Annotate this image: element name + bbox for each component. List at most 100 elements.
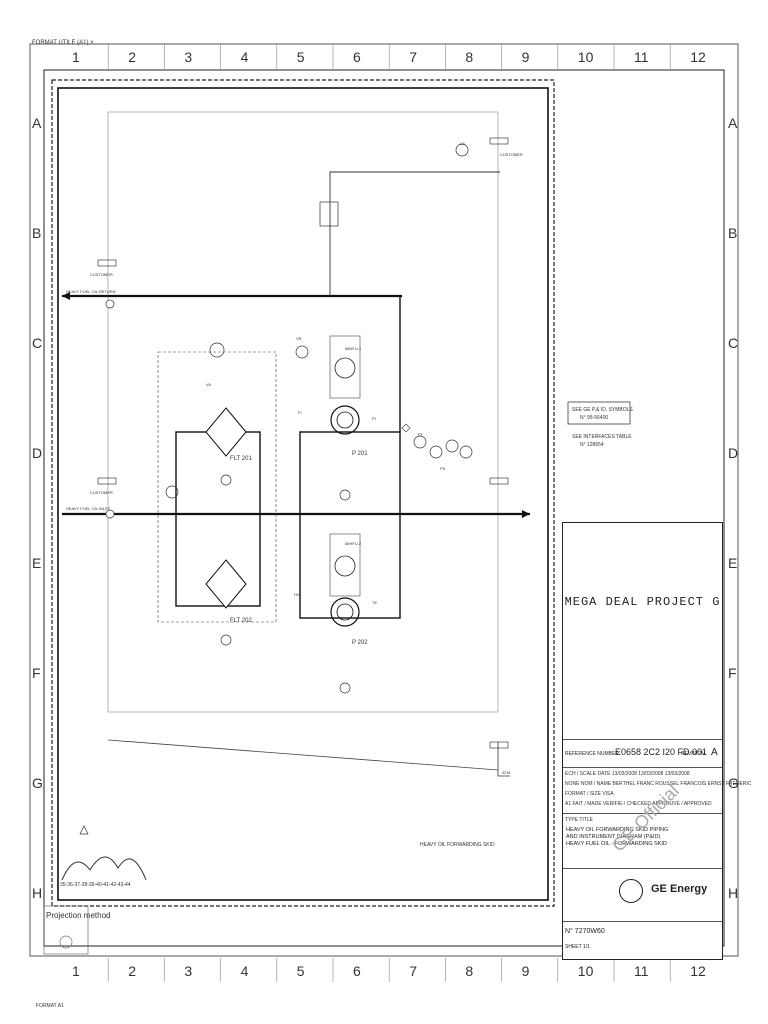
motor-label-2: 88HFU-2 — [345, 541, 362, 546]
column-label-top-8: 8 — [465, 49, 473, 65]
divider-1 — [563, 739, 722, 740]
pump-gauge-icon-2 — [339, 489, 351, 501]
row-label-right-B: B — [728, 225, 737, 241]
motor-box-1 — [329, 335, 361, 399]
valve-tag-te: TE — [372, 600, 377, 605]
note-2b: N° 128654 — [580, 442, 604, 448]
column-label-top-2: 2 — [128, 49, 136, 65]
column-label-bottom-5: 5 — [297, 963, 305, 979]
row-label-left-E: E — [32, 555, 41, 571]
tb-row-1: ECH / SCALE DATE 13/03/2008 13/03/2008 1… — [565, 771, 690, 777]
divider-2 — [563, 767, 722, 768]
motor-icon-1 — [334, 357, 356, 379]
customer-label-3: CUSTOMER — [500, 152, 523, 157]
valve-tag-fi: FI — [298, 410, 302, 415]
project-title: MEGA DEAL PROJECT G — [564, 595, 721, 609]
vent-filter-icon — [319, 201, 339, 227]
filter-label-2: FLT 202 — [230, 618, 252, 624]
pump-icon-2-inner — [336, 603, 354, 621]
sheet-number: SHEET 1/1 — [565, 944, 590, 950]
column-label-bottom-7: 7 — [409, 963, 417, 979]
row-label-left-F: F — [32, 665, 41, 681]
column-label-top-9: 9 — [522, 49, 530, 65]
company-name: GE Energy — [651, 883, 708, 895]
drawing-title: HEAVY OIL FORWARDING SKID PIPING AND INS… — [566, 827, 668, 848]
divider-5 — [563, 921, 722, 922]
pump-icon-1 — [330, 405, 360, 435]
column-label-top-1: 1 — [72, 49, 80, 65]
row-label-right-C: C — [728, 335, 738, 351]
skid-border-dashed — [51, 79, 555, 907]
drawing-title-line-3: HEAVY FUEL OIL - FORWARDING SKID — [566, 841, 667, 847]
tb-row-2: NONE NOM / NAME BERTHEL FRANC ROUSSEL FR… — [565, 781, 752, 787]
customer-label-1: CUSTOMER — [90, 272, 113, 277]
column-label-bottom-2: 2 — [128, 963, 136, 979]
sequence-label: 35-36-37-38-39-40-41-42-43-44 — [60, 882, 131, 888]
customer-tag-1 — [97, 259, 117, 267]
column-label-bottom-11: 11 — [634, 963, 649, 979]
filter-dp-icon-2 — [220, 634, 232, 646]
column-label-top-10: 10 — [578, 49, 594, 65]
drain-line — [497, 742, 510, 777]
vent-instrument-icon — [455, 143, 469, 157]
skid-label: HEAVY OIL FORWARDING SKID — [420, 842, 495, 848]
pump-gauge-icon-3 — [339, 682, 351, 694]
row-label-left-A: A — [32, 115, 42, 131]
row-label-right-H: H — [728, 885, 738, 901]
valve-tag-vr: VR — [296, 336, 302, 341]
column-label-bottom-3: 3 — [184, 963, 192, 979]
customer-tag-4 — [489, 477, 509, 485]
rev-label: REVISION — [681, 751, 705, 757]
skid-border — [57, 87, 549, 901]
rev-value: A — [711, 747, 718, 758]
column-label-bottom-9: 9 — [522, 963, 530, 979]
filter-bypass-box — [157, 351, 277, 623]
ref-value: E0658 2C2 I20 FD 001 — [615, 747, 708, 757]
diamond-marker-icon — [401, 423, 411, 433]
return-arrow-icon — [62, 292, 70, 300]
pump-icon-2 — [330, 597, 360, 627]
projection-box — [43, 905, 89, 955]
row-label-right-G: G — [728, 775, 739, 791]
warning-triangle-icon — [79, 825, 89, 835]
column-label-top-11: 11 — [634, 49, 649, 65]
pump-loop-2 — [299, 513, 401, 619]
filter-icon-2 — [205, 559, 247, 609]
format-bottom-text: FORMAT A1 — [36, 1003, 64, 1009]
column-label-top-6: 6 — [353, 49, 361, 65]
note-box — [567, 401, 631, 425]
customer-tag-2 — [97, 477, 117, 485]
column-label-bottom-4: 4 — [241, 963, 249, 979]
filter-loop-2 — [175, 513, 261, 607]
valve-tag-va: VA — [206, 382, 211, 387]
customer-tag-5 — [489, 741, 509, 749]
sheet-frame — [29, 43, 739, 957]
row-label-left-H: H — [32, 885, 42, 901]
column-label-bottom-10: 10 — [578, 963, 594, 979]
valve-tag-pi: PI — [372, 416, 376, 421]
right-instrument-icon-1 — [413, 435, 427, 449]
motor-label-1: 88HFU-1 — [345, 346, 362, 351]
filter-dp-icon-1 — [220, 474, 232, 486]
row-label-right-E: E — [728, 555, 737, 571]
column-label-top-7: 7 — [409, 49, 417, 65]
filter-gauge-icon-1 — [209, 342, 225, 358]
revision-cloud — [61, 856, 147, 881]
tb-row-3: FORMAT / SIZE VISA — [565, 791, 614, 797]
projection-icon — [59, 935, 73, 949]
column-label-top-4: 4 — [241, 49, 249, 65]
motor-box-2 — [329, 533, 361, 597]
divider-4 — [563, 868, 722, 869]
valve-tag-hv: HV — [294, 592, 300, 597]
valve-tag-ps: PS — [440, 466, 446, 471]
divider-3 — [563, 813, 722, 814]
customer-tag-3 — [489, 137, 509, 145]
filter-label-1: FLT 201 — [230, 456, 252, 462]
note-1: SEE GE P.& ID. SYMBOLS — [572, 407, 633, 413]
pump-icon-1-inner — [336, 411, 354, 429]
row-label-right-F: F — [728, 665, 737, 681]
vent-line — [329, 171, 470, 296]
note-2: SEE INTERFACES TABLE — [572, 434, 632, 440]
